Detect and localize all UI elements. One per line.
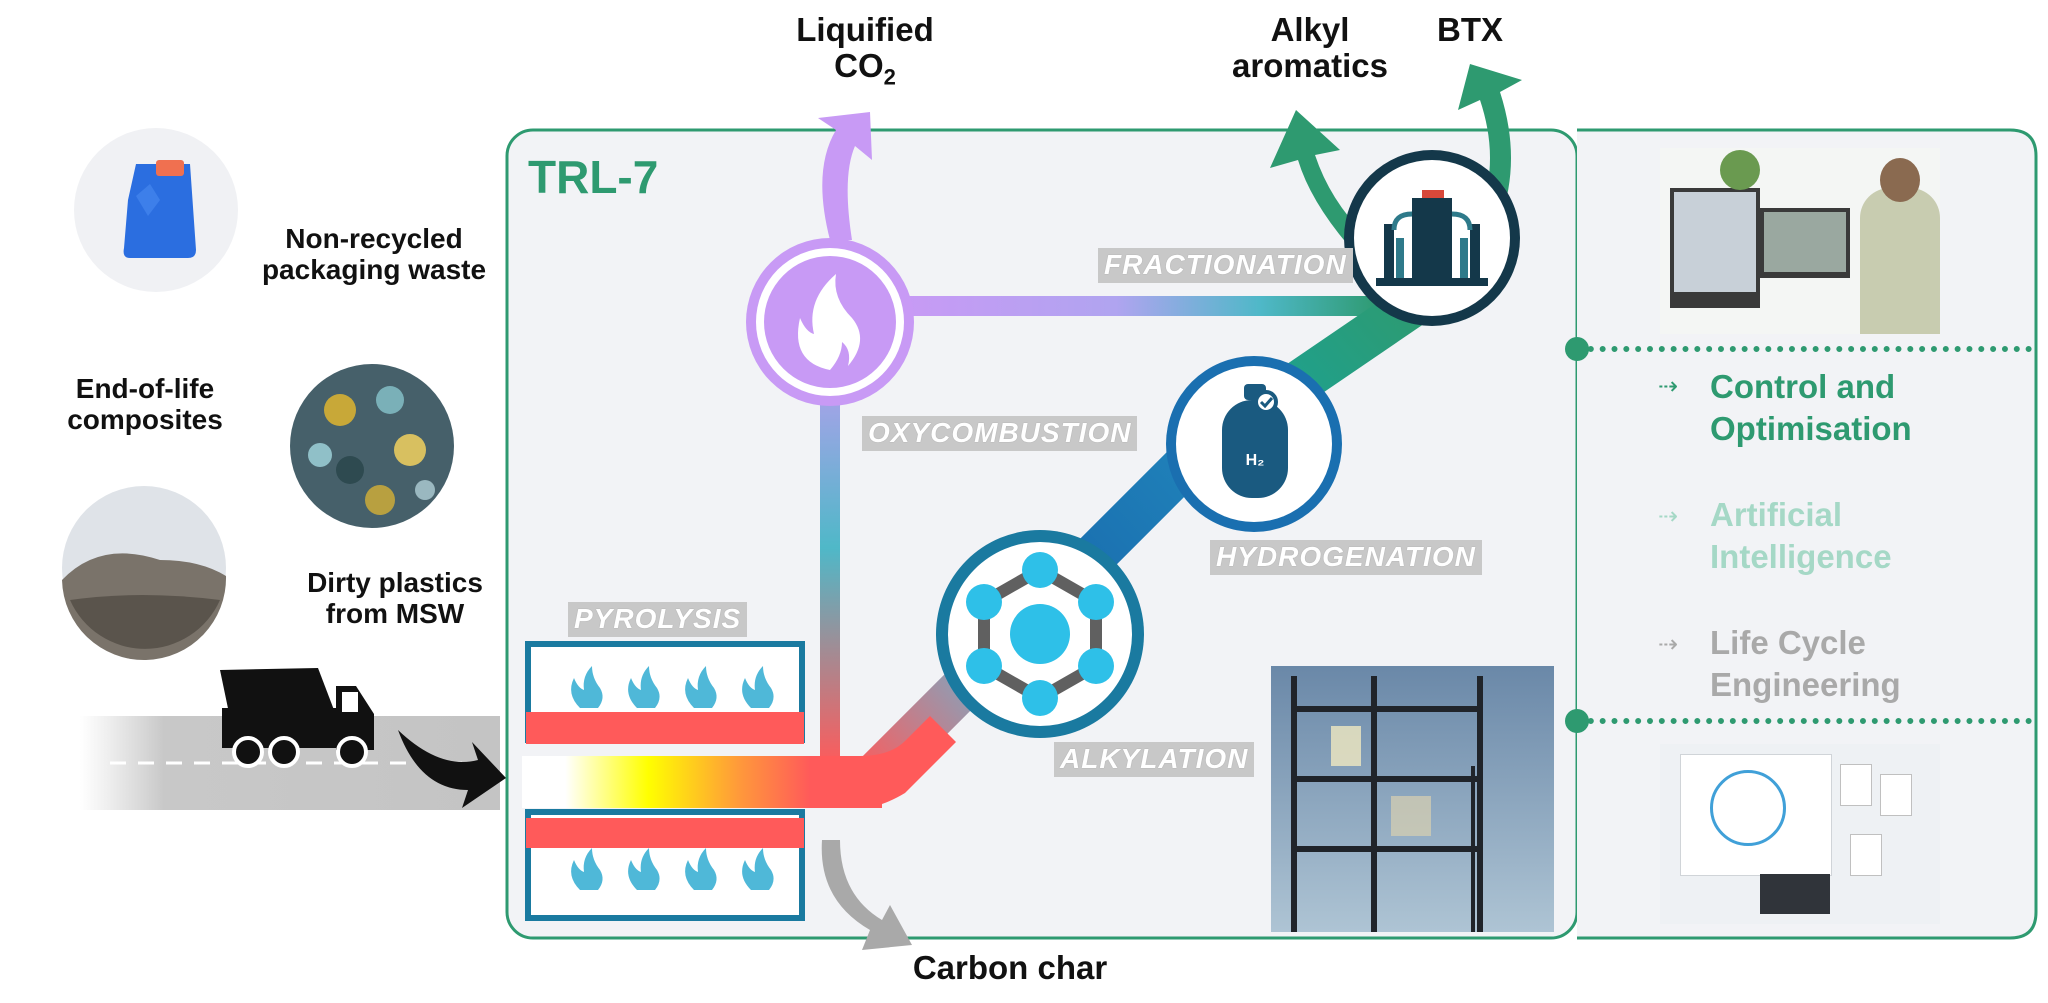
panel-item-control: Control and Optimisation xyxy=(1710,366,1912,450)
panel-item-line2: Optimisation xyxy=(1710,410,1912,448)
trl-label: TRL-7 xyxy=(528,151,659,203)
heater-bottom xyxy=(526,818,804,848)
operator-photo xyxy=(1660,148,1940,334)
panel-item-line1: Artificial xyxy=(1710,496,1843,533)
landfill-photo xyxy=(62,486,227,661)
co2-subscript: 2 xyxy=(883,64,896,90)
output-btx: BTX xyxy=(1437,11,1503,48)
composites-line1: End-of-life xyxy=(75,373,215,404)
alkyl-arrow xyxy=(1270,110,1365,245)
co2-line2-wrap: CO2 xyxy=(770,48,960,90)
input-arrow xyxy=(398,730,506,808)
panel-item-line1: Control and xyxy=(1710,368,1896,405)
plant-photo xyxy=(1271,666,1554,932)
feed-dirty-plastics: Dirty plastics from MSW xyxy=(280,567,510,630)
arrow-icon: ⇢ xyxy=(1658,631,1679,658)
btx-arrow xyxy=(1458,64,1522,220)
co2-line1: Liquified xyxy=(796,11,934,48)
heater-top xyxy=(526,712,804,744)
tag-fractionation: FRACTIONATION xyxy=(1098,248,1353,283)
truck-icon xyxy=(220,668,374,768)
alkyl-line2: aromatics xyxy=(1232,47,1388,85)
panel-item-line2: Engineering xyxy=(1710,666,1901,704)
tag-oxycombustion: OXYCOMBUSTION xyxy=(862,416,1138,451)
whiteboard-photo xyxy=(1660,744,1940,924)
composites-line2: composites xyxy=(67,403,223,435)
arrow-icon: ⇢ xyxy=(1658,503,1679,530)
packaging-line2: packaging waste xyxy=(261,253,487,285)
arrow-icon: ⇢ xyxy=(1658,373,1679,400)
composites-photo xyxy=(290,364,454,528)
packaging-line1: Non-recycled xyxy=(285,223,463,254)
tag-hydrogenation: HYDROGENATION xyxy=(1210,540,1482,575)
panel-item-ai: Artificial Intelligence xyxy=(1710,494,1892,578)
tag-alkylation: ALKYLATION xyxy=(1054,742,1255,777)
panel-item-lce: Life Cycle Engineering xyxy=(1710,622,1901,706)
molecule-icon xyxy=(966,552,1114,716)
flame-icon xyxy=(798,274,861,370)
alkyl-line1: Alkyl xyxy=(1270,11,1350,48)
pipe-horizontal xyxy=(900,296,1380,316)
tag-pyrolysis: PYROLYSIS xyxy=(568,602,748,637)
panel-item-line1: Life Cycle xyxy=(1710,624,1866,661)
output-carbon-char: Carbon char xyxy=(912,949,1108,986)
dirty-line2: from MSW xyxy=(325,597,465,629)
pipe-vertical xyxy=(820,330,840,766)
co2-line2: CO xyxy=(834,47,884,85)
char-arrow xyxy=(821,840,912,950)
feed-composites: End-of-life composites xyxy=(40,373,250,436)
panel-item-line2: Intelligence xyxy=(1710,538,1892,576)
hydrogen-tank-icon xyxy=(1222,384,1288,498)
bottle-icon xyxy=(74,128,238,292)
h2-label: H₂ xyxy=(1245,452,1265,469)
feed-packaging: Non-recycled packaging waste xyxy=(244,223,504,286)
panel-divider-dot-bottom xyxy=(1565,709,1589,733)
panel-divider-top xyxy=(1576,346,2032,352)
output-liquified-co2: Liquified CO2 xyxy=(770,11,960,90)
dirty-line1: Dirty plastics xyxy=(307,567,483,598)
panel-divider-bottom xyxy=(1576,718,2032,724)
small-flames xyxy=(571,666,774,890)
panel-divider-dot-top xyxy=(1565,337,1589,361)
reactor-icon xyxy=(1376,190,1488,286)
co2-arrow xyxy=(818,112,872,240)
output-alkyl-aromatics: Alkyl aromatics xyxy=(1210,11,1410,85)
